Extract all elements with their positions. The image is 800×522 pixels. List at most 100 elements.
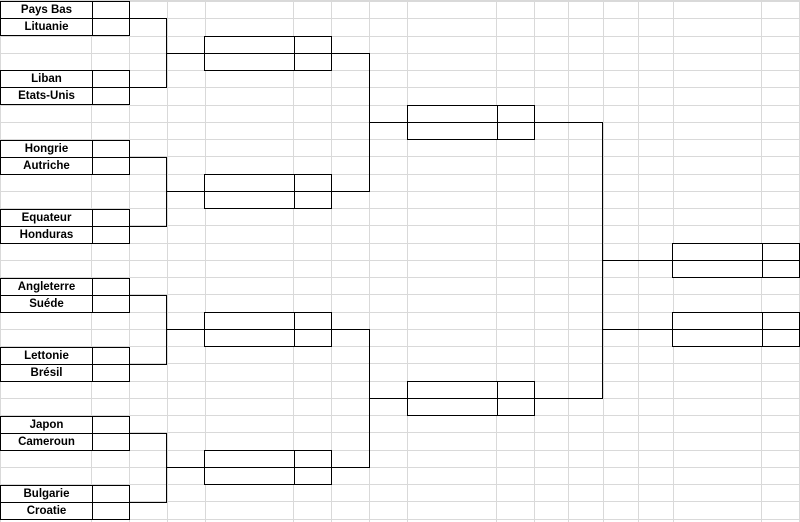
match-r1-4: Equateur Honduras — [0, 209, 130, 244]
team-row[interactable]: Liban — [1, 71, 129, 88]
score-cell[interactable] — [91, 417, 129, 433]
match-r1-8: Bulgarie Croatie — [0, 485, 130, 520]
grid-line — [331, 0, 332, 522]
grid-line — [0, 225, 800, 226]
team-row[interactable] — [205, 467, 331, 485]
team-row[interactable] — [408, 382, 534, 399]
score-cell[interactable] — [91, 434, 129, 451]
score-cell[interactable] — [91, 2, 129, 18]
team-row[interactable]: Croatie — [1, 502, 129, 520]
team-row[interactable] — [205, 37, 331, 54]
grid-line — [293, 0, 294, 522]
score-cell[interactable] — [496, 399, 534, 416]
team-row[interactable]: Pays Bas — [1, 2, 129, 19]
match-r1-6: Lettonie Brésil — [0, 347, 130, 382]
team-row[interactable] — [673, 244, 799, 261]
grid-line — [167, 0, 168, 522]
grid-line — [568, 0, 569, 522]
match-final-1 — [672, 243, 800, 278]
score-cell[interactable] — [761, 244, 799, 260]
team-row[interactable]: Hongrie — [1, 141, 129, 158]
grid-line — [0, 105, 800, 106]
score-cell[interactable] — [91, 71, 129, 87]
team-row[interactable]: Equateur — [1, 210, 129, 227]
grid-line — [0, 329, 800, 330]
grid-line — [0, 243, 800, 244]
team-row[interactable]: Angleterre — [1, 279, 129, 296]
score-cell[interactable] — [496, 123, 534, 140]
match-r2-3 — [204, 312, 332, 347]
team-name — [673, 260, 763, 277]
team-row[interactable] — [205, 175, 331, 192]
score-cell[interactable] — [293, 451, 331, 467]
connector-line — [534, 122, 603, 123]
score-cell[interactable] — [293, 175, 331, 191]
score-cell[interactable] — [91, 365, 129, 382]
score-cell[interactable] — [91, 141, 129, 157]
score-cell[interactable] — [91, 210, 129, 226]
score-cell[interactable] — [761, 313, 799, 329]
team-row[interactable]: Japon — [1, 417, 129, 434]
team-row[interactable] — [205, 53, 331, 71]
team-row[interactable]: Autriche — [1, 157, 129, 175]
connector-line — [129, 18, 167, 19]
score-cell[interactable] — [293, 37, 331, 53]
team-row[interactable]: Suéde — [1, 295, 129, 313]
score-cell[interactable] — [91, 88, 129, 105]
connector-line — [331, 53, 369, 54]
score-cell[interactable] — [91, 348, 129, 364]
team-row[interactable] — [205, 329, 331, 347]
team-row[interactable]: Honduras — [1, 226, 129, 244]
team-row[interactable] — [408, 398, 534, 416]
score-cell[interactable] — [91, 227, 129, 244]
score-cell[interactable] — [293, 330, 331, 347]
team-row[interactable] — [673, 313, 799, 330]
match-r1-2: Liban Etats-Unis — [0, 70, 130, 105]
connector-line — [129, 364, 167, 365]
connector-line — [166, 329, 204, 330]
team-row[interactable] — [408, 122, 534, 140]
score-cell[interactable] — [496, 106, 534, 122]
team-row[interactable] — [408, 106, 534, 123]
score-cell[interactable] — [91, 486, 129, 502]
team-row[interactable] — [205, 313, 331, 330]
connector-line — [129, 87, 167, 88]
connector-line — [602, 329, 672, 330]
score-cell[interactable] — [293, 468, 331, 485]
score-cell[interactable] — [496, 382, 534, 398]
grid-line — [0, 139, 800, 140]
team-name — [408, 382, 498, 398]
score-cell[interactable] — [91, 279, 129, 295]
team-row[interactable] — [673, 329, 799, 347]
team-name: Bulgarie — [1, 486, 93, 502]
score-cell[interactable] — [293, 313, 331, 329]
grid-line — [0, 260, 800, 261]
connector-line — [129, 433, 167, 434]
team-row[interactable]: Brésil — [1, 364, 129, 382]
team-row[interactable] — [205, 451, 331, 468]
team-row[interactable]: Bulgarie — [1, 486, 129, 503]
score-cell[interactable] — [91, 296, 129, 313]
grid-line — [0, 519, 800, 520]
team-row[interactable] — [205, 191, 331, 209]
score-cell[interactable] — [293, 54, 331, 71]
team-row[interactable]: Lituanie — [1, 18, 129, 36]
score-cell[interactable] — [293, 192, 331, 209]
score-cell[interactable] — [91, 19, 129, 36]
grid-line — [0, 432, 800, 433]
grid-line — [407, 0, 408, 522]
score-cell[interactable] — [761, 330, 799, 347]
grid-line — [603, 0, 604, 522]
score-cell[interactable] — [91, 158, 129, 175]
team-row[interactable] — [673, 260, 799, 278]
team-row[interactable]: Lettonie — [1, 348, 129, 365]
match-semifinal-1 — [407, 105, 535, 140]
team-row[interactable]: Etats-Unis — [1, 87, 129, 105]
score-cell[interactable] — [761, 261, 799, 278]
grid-line — [496, 0, 497, 522]
grid-line — [534, 0, 535, 522]
team-row[interactable]: Cameroun — [1, 433, 129, 451]
score-cell[interactable] — [91, 503, 129, 520]
team-name: Liban — [1, 71, 93, 87]
grid-line — [0, 501, 800, 502]
